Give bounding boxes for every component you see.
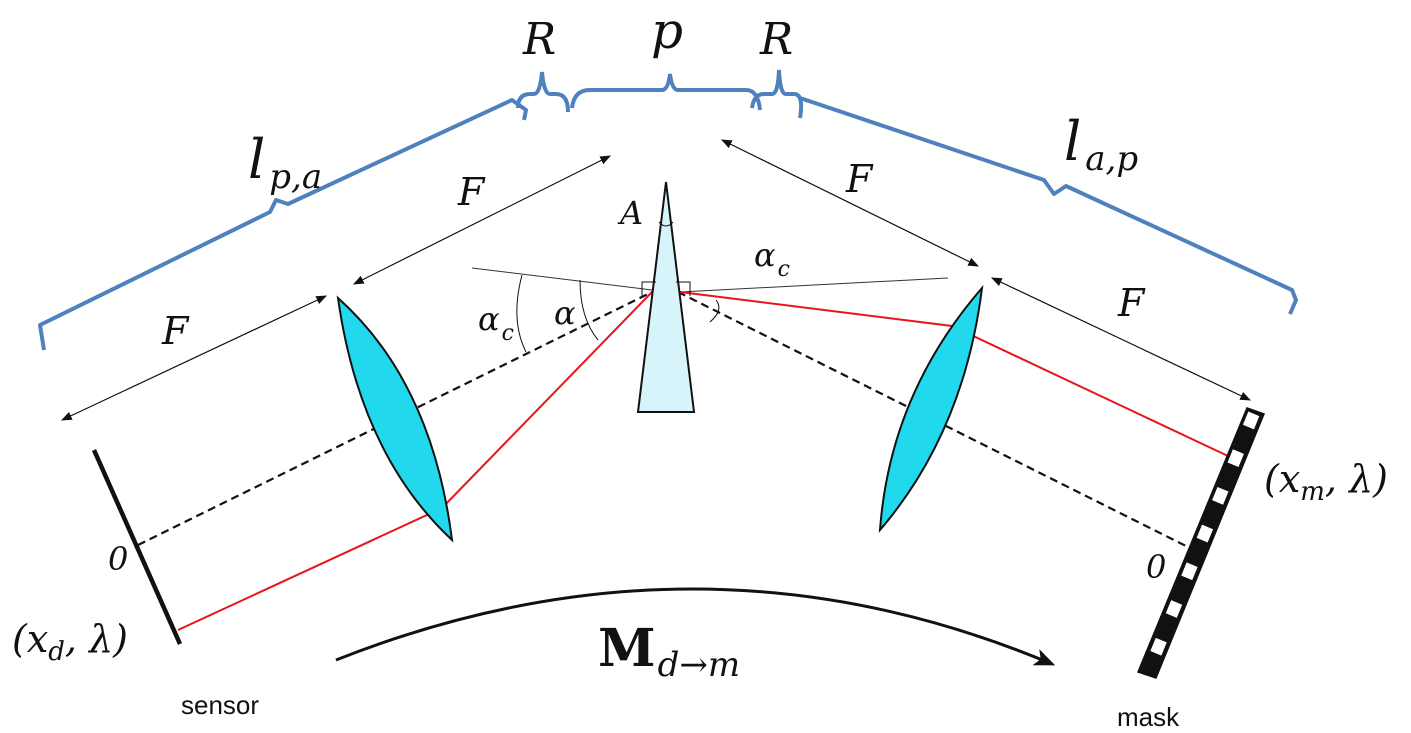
- label-M-transform: Md→m: [598, 618, 740, 685]
- label-sensor: sensor: [181, 690, 259, 720]
- brace-l-ap: [799, 96, 1298, 315]
- label-F-right-lower: F: [1117, 281, 1146, 325]
- brace-l-pa: [38, 98, 528, 351]
- label-F-left-upper: F: [457, 170, 486, 214]
- brace-R-left: [516, 71, 570, 113]
- label-mask-origin: 0: [1146, 548, 1166, 586]
- label-F-left-lower: F: [161, 309, 190, 353]
- normal-lines: [471, 267, 949, 293]
- label-sensor-origin: 0: [108, 540, 128, 578]
- right-angle-mark-left: [641, 281, 656, 296]
- mask-cell: [1165, 600, 1183, 618]
- label-R-right: R: [759, 14, 793, 65]
- prism-apex-arc: [658, 221, 674, 227]
- alpha-c-arc-left: [516, 274, 527, 353]
- brace-p: [570, 73, 762, 111]
- alpha-c-arc-right: [709, 299, 720, 323]
- f-arrow-right-lower: [991, 277, 1251, 401]
- f-arrow-left-upper: [353, 155, 611, 285]
- label-p: p: [651, 2, 683, 60]
- alpha-arc: [579, 279, 599, 341]
- f-arrows: [61, 139, 1251, 421]
- mask-cell: [1227, 449, 1244, 468]
- label-alpha: α: [554, 294, 576, 332]
- prism: [636, 181, 696, 413]
- label-xd-lambda: (xd, λ): [12, 617, 128, 667]
- label-A: A: [617, 194, 643, 232]
- f-arrow-right-upper: [721, 139, 979, 267]
- mask-cell: [1181, 562, 1198, 581]
- lens-right: [878, 284, 984, 533]
- label-F-right-upper: F: [845, 157, 874, 201]
- angle-arcs: [516, 274, 720, 353]
- lens-left: [336, 295, 454, 543]
- transform-arrow: [335, 587, 1056, 666]
- mask-cell: [1196, 524, 1214, 543]
- right-angle-mark-right: [676, 281, 691, 296]
- mask-plate: [1136, 407, 1265, 679]
- label-alpha-c-right: αc: [754, 236, 790, 282]
- red-rays: [177, 291, 1229, 631]
- brace-R-right: [750, 69, 804, 119]
- label-mask: mask: [1117, 702, 1180, 732]
- mask-cell: [1242, 411, 1260, 430]
- sensor-plate: [91, 449, 183, 645]
- label-xm-lambda: (xm, λ): [1264, 457, 1388, 507]
- label-R-left: R: [522, 14, 556, 65]
- mask-cell: [1150, 637, 1167, 656]
- mask-cell: [1212, 486, 1229, 505]
- f-arrow-left-lower: [61, 295, 327, 421]
- label-alpha-c-left: αc: [478, 300, 514, 346]
